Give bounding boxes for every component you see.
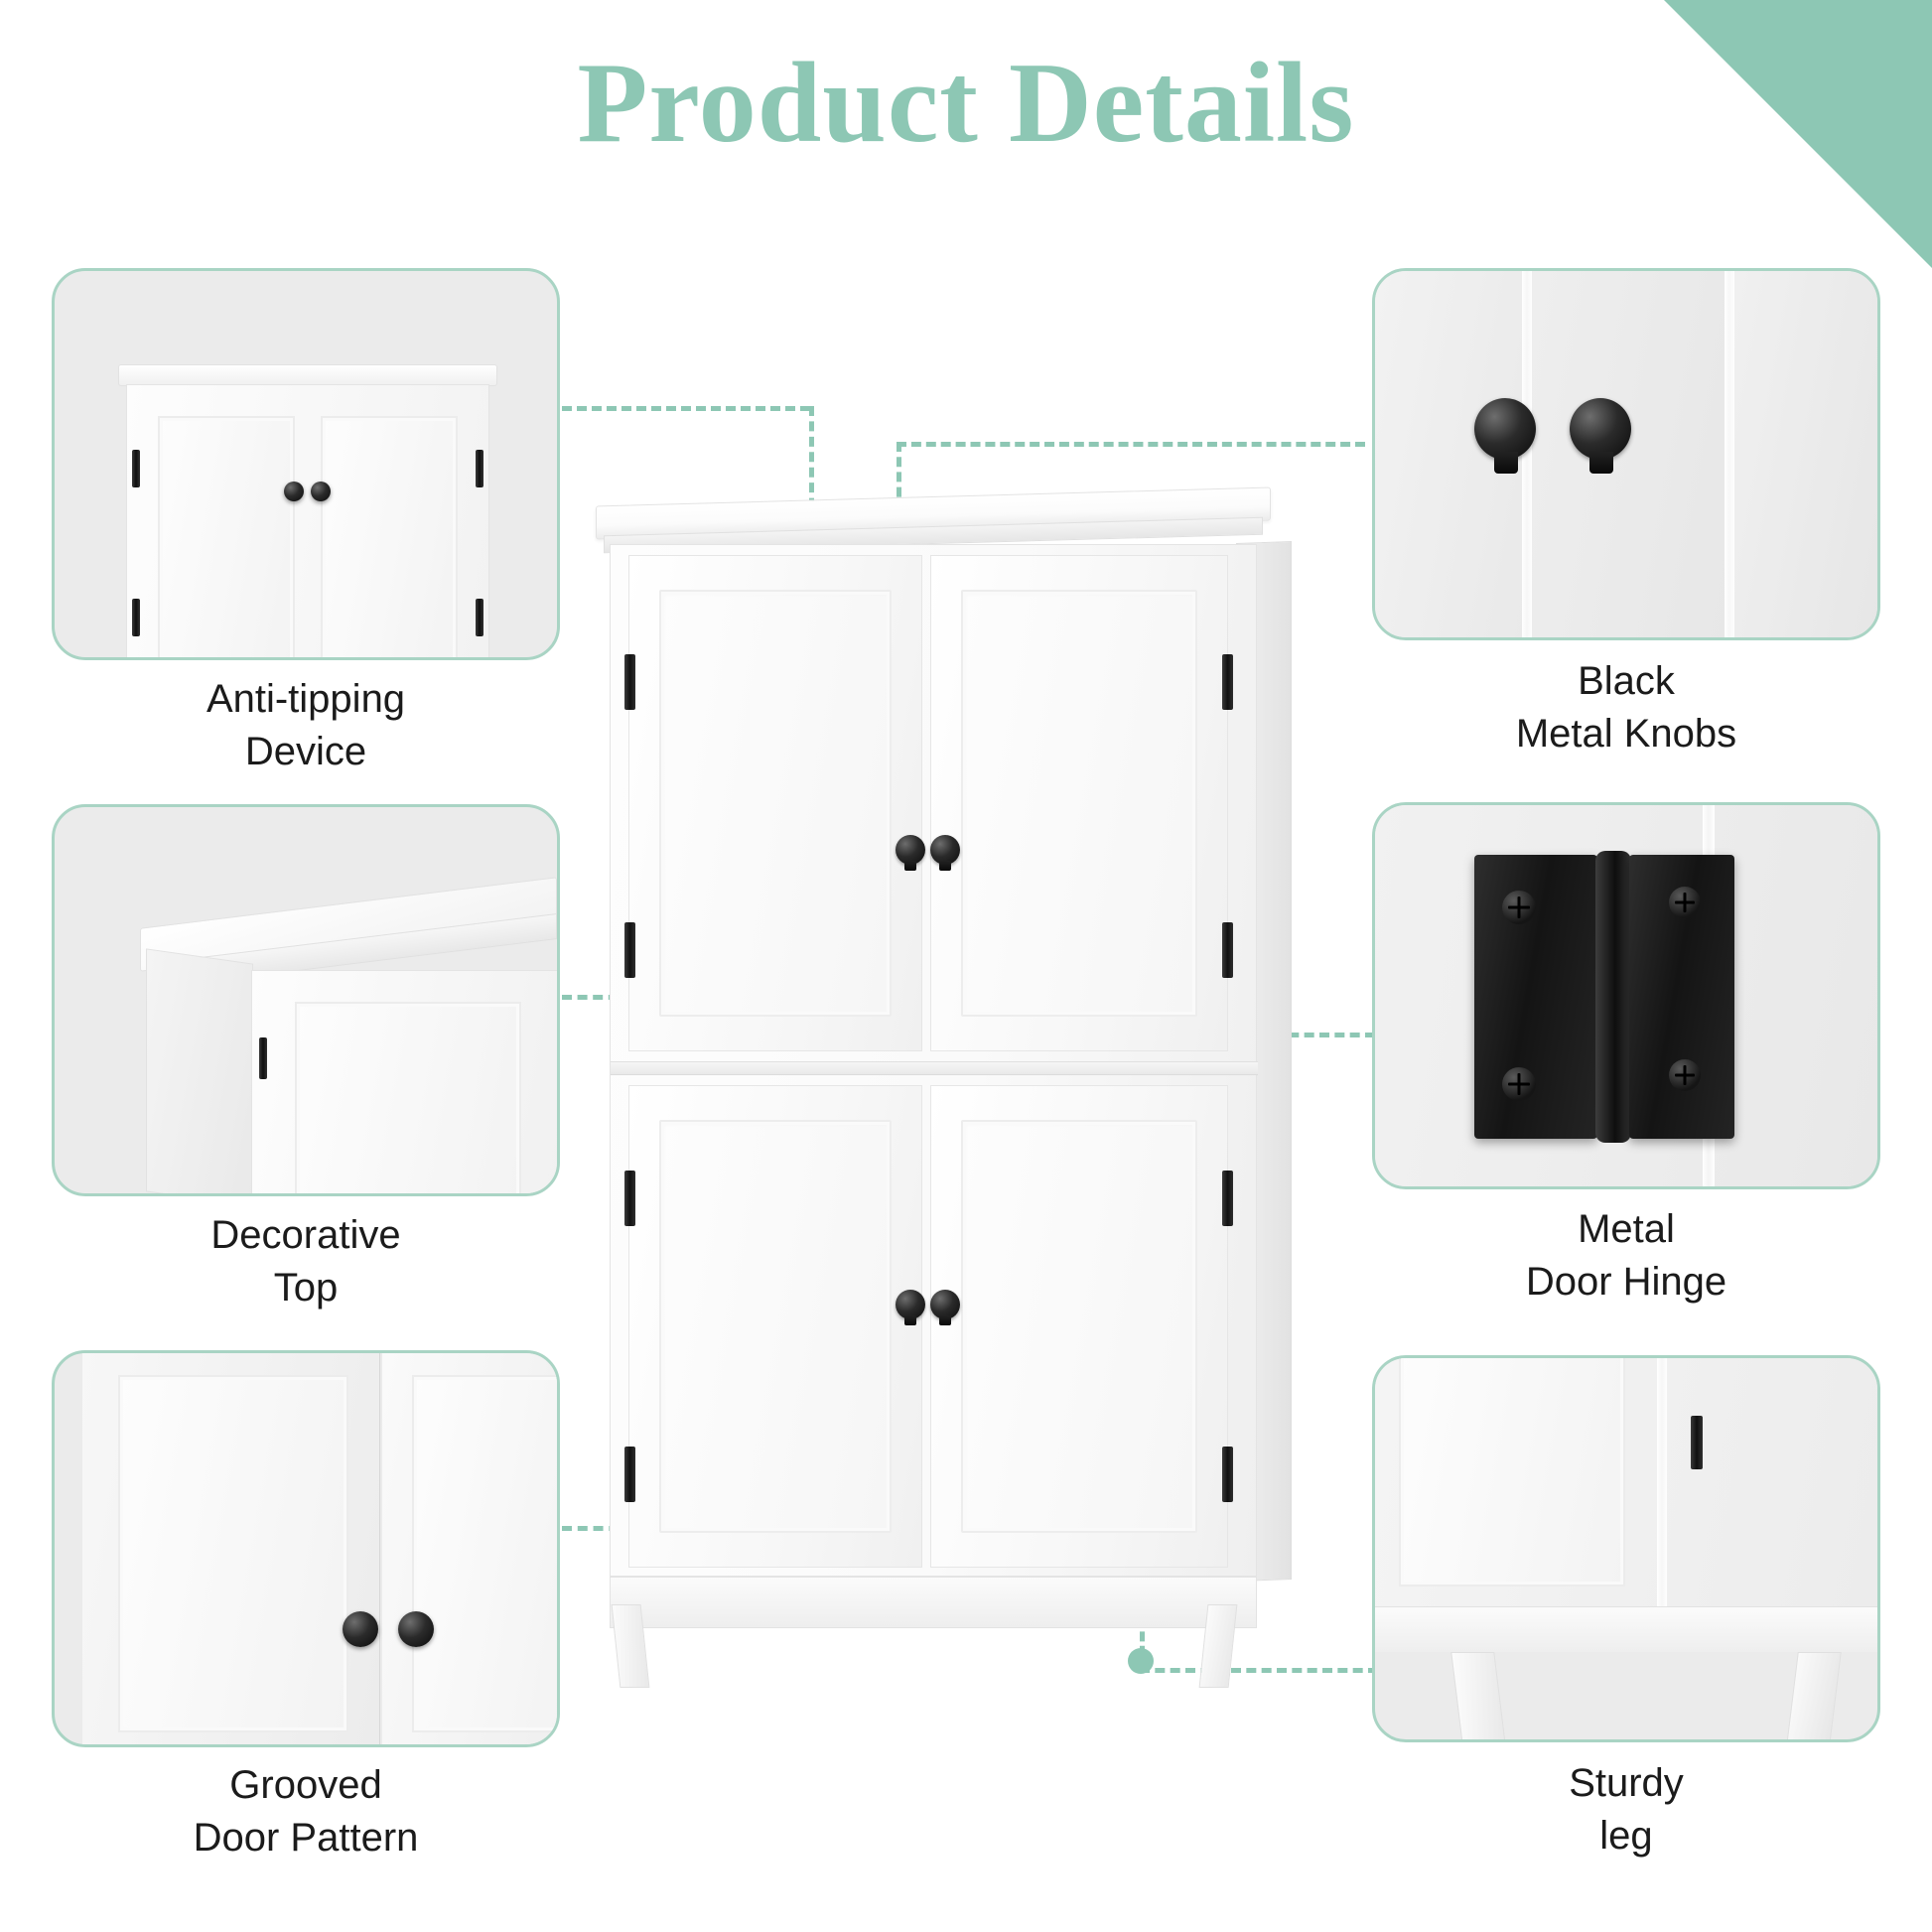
connector-decorative-top-horizontal xyxy=(562,995,649,1000)
product-image-cabinet xyxy=(596,486,1292,1688)
caption-black-knobs: Black Metal Knobs xyxy=(1515,659,1737,756)
upper-knob-right xyxy=(930,835,960,871)
upper-door-left-panel xyxy=(659,590,892,1017)
mini-grooved-panel-left xyxy=(118,1375,348,1732)
hinge-left-plate xyxy=(1474,855,1597,1139)
upper-hinge-right xyxy=(1222,654,1233,710)
mini-knob-right xyxy=(311,482,331,501)
mini-hinge-left xyxy=(132,450,140,487)
connector-anti-tipping-vertical xyxy=(809,406,814,523)
mini-cabinet-top xyxy=(118,364,497,386)
connector-leg-horizontal xyxy=(1140,1668,1378,1673)
black-knob-left xyxy=(1474,398,1536,460)
sturdy-leg-photo xyxy=(1375,1358,1877,1739)
upper-hinge-left xyxy=(624,654,635,710)
hinge-screw-top-right xyxy=(1669,887,1701,918)
cabinet-upper-section xyxy=(611,545,1258,1061)
mini-grooved-knob-left xyxy=(343,1611,378,1647)
mini-knob-left xyxy=(284,482,304,501)
cabinet-mid-divider xyxy=(611,1061,1258,1075)
lower-knob-left xyxy=(896,1290,925,1325)
cabinet-lower-section xyxy=(611,1075,1258,1578)
caption-anti-tipping: Anti-tipping Device xyxy=(206,677,406,773)
cabinet-plinth xyxy=(610,1577,1257,1628)
lower-door-right xyxy=(930,1085,1228,1568)
sturdy-leg-shape-right xyxy=(1786,1652,1842,1739)
metal-hinge-photo xyxy=(1375,805,1877,1186)
upper-door-left xyxy=(628,555,922,1051)
mini-door-left-panel xyxy=(158,416,295,657)
lower-door-right-panel xyxy=(961,1120,1197,1533)
mini-left-face xyxy=(146,948,253,1193)
lower-door-left-panel xyxy=(659,1120,892,1533)
upper-knob-left xyxy=(896,835,925,871)
lower-hinge-right xyxy=(1222,1171,1233,1226)
decorative-top-photo xyxy=(55,807,557,1193)
callout-box-black-knobs xyxy=(1372,268,1880,640)
lower-hinge-right-2 xyxy=(1222,1447,1233,1502)
callout-box-decorative-top xyxy=(52,804,560,1196)
mini-leg-door-panel xyxy=(1399,1358,1625,1587)
mini-leg-plinth xyxy=(1375,1606,1877,1652)
caption-sturdy-leg: Sturdy leg xyxy=(1569,1761,1684,1858)
mini-knob-door-seam-1 xyxy=(1522,271,1532,637)
hinge-screw-bottom-left xyxy=(1502,1067,1536,1101)
upper-door-right xyxy=(930,555,1228,1051)
caption-grooved-door: Grooved Door Pattern xyxy=(193,1763,419,1860)
corner-triangle-decoration xyxy=(1664,0,1932,268)
grooved-door-photo xyxy=(55,1353,557,1744)
mini-front-door-panel xyxy=(295,1002,521,1193)
mini-grooved-knob-right xyxy=(398,1611,434,1647)
lower-hinge-left xyxy=(624,1171,635,1226)
mini-hinge-right xyxy=(476,450,483,487)
sturdy-leg-shape xyxy=(1450,1652,1506,1739)
black-knobs-photo xyxy=(1375,271,1877,637)
callout-box-grooved-door xyxy=(52,1350,560,1747)
mini-door-right-panel xyxy=(321,416,458,657)
black-knob-left-stem xyxy=(1494,452,1518,474)
mini-hinge-right-2 xyxy=(476,599,483,636)
lower-door-left xyxy=(628,1085,922,1568)
black-knob-right-stem xyxy=(1589,452,1613,474)
hinge-screw-top-left xyxy=(1502,891,1536,924)
callout-box-metal-hinge xyxy=(1372,802,1880,1189)
connector-anti-tipping-horizontal xyxy=(562,406,810,411)
connector-dot-leg xyxy=(1128,1648,1154,1674)
mini-knob-door-center xyxy=(1532,271,1726,637)
page-title: Product Details xyxy=(577,40,1355,167)
connector-knobs-horizontal xyxy=(897,442,1365,447)
mini-hinge-left-2 xyxy=(132,599,140,636)
mini-grooved-panel-right xyxy=(412,1375,557,1732)
upper-hinge-left-2 xyxy=(624,922,635,978)
mini-leg-hinge xyxy=(1691,1416,1703,1469)
hinge-barrel xyxy=(1595,851,1631,1143)
caption-metal-hinge: Metal Door Hinge xyxy=(1525,1207,1727,1304)
callout-box-sturdy-leg xyxy=(1372,1355,1880,1742)
upper-door-right-panel xyxy=(961,590,1197,1017)
mini-leg-door-seam xyxy=(1657,1358,1667,1606)
cabinet-body xyxy=(610,544,1258,1578)
lower-knob-right xyxy=(930,1290,960,1325)
hinge-screw-bottom-right xyxy=(1669,1059,1701,1091)
caption-decorative-top: Decorative Top xyxy=(210,1213,401,1310)
anti-tipping-photo xyxy=(55,271,557,657)
lower-hinge-left-2 xyxy=(624,1447,635,1502)
black-knob-right xyxy=(1570,398,1631,460)
mini-top-hinge xyxy=(259,1037,267,1079)
upper-hinge-right-2 xyxy=(1222,922,1233,978)
callout-box-anti-tipping xyxy=(52,268,560,660)
mini-knob-door-seam-2 xyxy=(1725,271,1734,637)
mini-knob-door-right xyxy=(1734,271,1877,637)
